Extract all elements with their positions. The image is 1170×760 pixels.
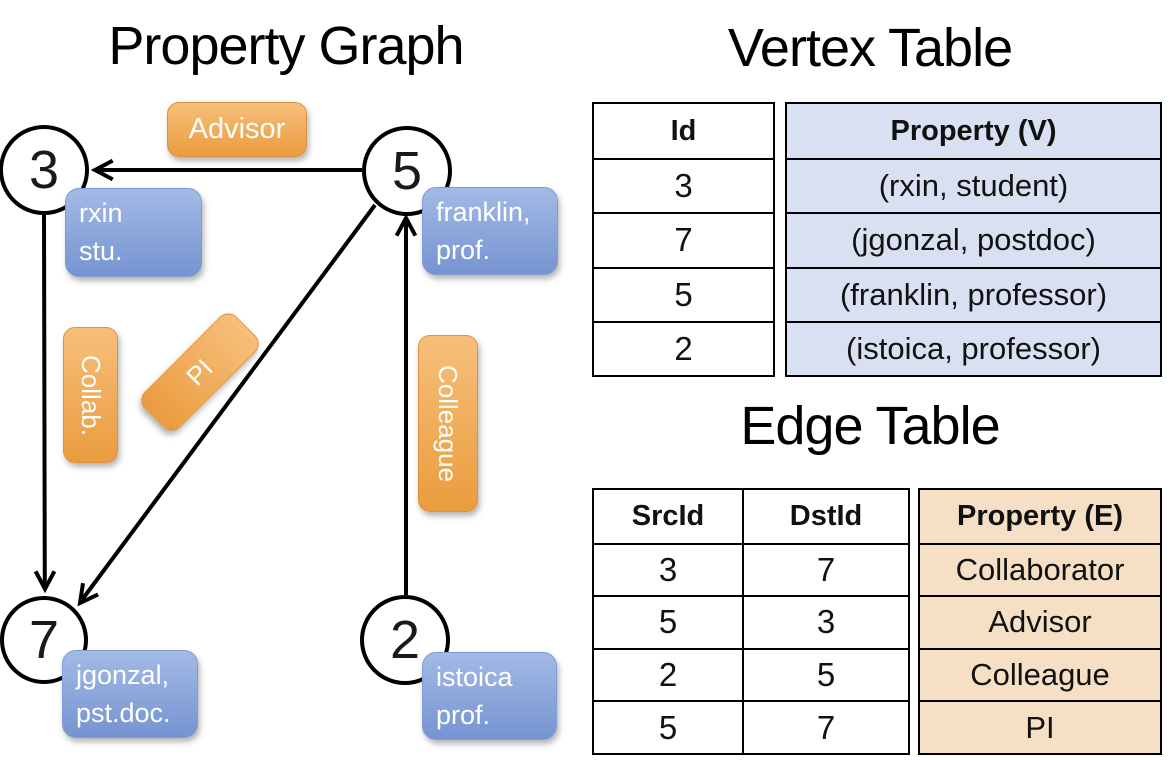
edge-label-pi-text: PI	[180, 352, 219, 391]
edge-table-header-srcid: SrcId	[594, 490, 744, 543]
edge-table-cell-srcid: 2	[594, 647, 744, 701]
vertex-prop-box-istoica: istoica prof.	[422, 652, 557, 740]
vertex-prop-line: franklin,	[436, 197, 531, 227]
edge-table-cell-property: Collaborator	[920, 542, 1160, 596]
edge-table-cell-srcid: 3	[594, 542, 744, 596]
edge-table-title: Edge Table	[740, 396, 1000, 456]
edge-table-property-column: Property (E) Collaborator Advisor Collea…	[918, 488, 1162, 755]
vertex-prop-line: stu.	[79, 236, 123, 266]
edge-table-cell-property: Advisor	[920, 595, 1160, 648]
edge-pi-line	[79, 203, 377, 602]
edge-colleague-arrowhead	[394, 213, 418, 237]
vertex-prop-box-rxin: rxin stu.	[65, 188, 202, 277]
edge-collab-line	[42, 214, 47, 587]
edge-label-collab-text: Collab.	[76, 354, 106, 436]
edge-table-cell-srcid: 5	[594, 595, 744, 648]
edge-pi-arrowhead	[77, 582, 99, 607]
vertex-prop-box-franklin: franklin, prof.	[422, 187, 558, 275]
graph-node-2-id: 2	[389, 610, 421, 670]
graph-node-2: 2	[360, 595, 450, 685]
property-graph-title: Property Graph	[108, 16, 464, 76]
vertex-prop-line: istoica	[436, 662, 513, 692]
edge-label-colleague: Colleague	[418, 335, 478, 512]
graph-node-5-id: 5	[391, 141, 423, 201]
vertex-prop-line: jgonzal,	[76, 660, 170, 690]
vertex-table-cell-id: 2	[594, 320, 773, 375]
graph-edges	[33, 158, 418, 607]
vertex-table-header-id: Id	[670, 114, 697, 147]
edge-label-advisor-text: Advisor	[188, 113, 286, 145]
vertex-table-cell-property: (franklin, professor)	[787, 266, 1160, 321]
vertex-table-header-property: Property (V)	[787, 104, 1160, 159]
vertex-table-cell-property: (rxin, student)	[787, 158, 1160, 213]
vertex-table-cell-id: 3	[594, 158, 773, 212]
vertex-prop-line: pst.doc.	[76, 698, 171, 728]
vertex-prop-line: rxin	[79, 198, 123, 228]
edge-collab-arrowhead	[33, 570, 57, 594]
vertex-table-property-column: Property (V) (rxin, student) (jgonzal, p…	[785, 102, 1162, 377]
vertex-table-cell-id: 5	[594, 266, 773, 321]
graph-node-3-id: 3	[28, 140, 60, 200]
edge-table-ids-columns: SrcId DstId 3 7 5 3 2 5 5 7	[592, 488, 910, 755]
vertex-prop-line: prof.	[436, 235, 491, 265]
edge-label-advisor: Advisor	[167, 102, 307, 157]
edge-table-header-dstid: DstId	[789, 499, 863, 532]
vertex-table-cell-property: (jgonzal, postdoc)	[787, 212, 1160, 267]
edge-table-cell-dstid: 5	[744, 647, 908, 701]
edge-table-cell-dstid: 7	[744, 700, 908, 753]
vertex-prop-box-jgonzal: jgonzal, pst.doc.	[62, 650, 198, 738]
vertex-prop-line: prof.	[436, 700, 491, 730]
edge-table-cell-srcid: 5	[594, 700, 744, 753]
vertex-table-title: Vertex Table	[727, 18, 1013, 78]
graph-node-7-id: 7	[28, 610, 60, 670]
edge-table-cell-dstid: 3	[744, 595, 908, 648]
edge-table-cell-property: PI	[920, 700, 1160, 753]
edge-table-cell-dstid: 7	[744, 542, 908, 596]
edge-table-header-property: Property (E)	[920, 490, 1160, 543]
vertex-table-cell-property: (istoica, professor)	[787, 320, 1160, 375]
vertex-table-cell-id: 7	[594, 212, 773, 266]
edge-label-collab: Collab.	[63, 327, 118, 463]
edge-table-cell-property: Colleague	[920, 647, 1160, 701]
edge-label-colleague-text: Colleague	[433, 364, 464, 483]
vertex-table-id-column: Id 3 7 5 2	[592, 102, 775, 377]
edge-advisor-arrowhead	[90, 158, 114, 182]
